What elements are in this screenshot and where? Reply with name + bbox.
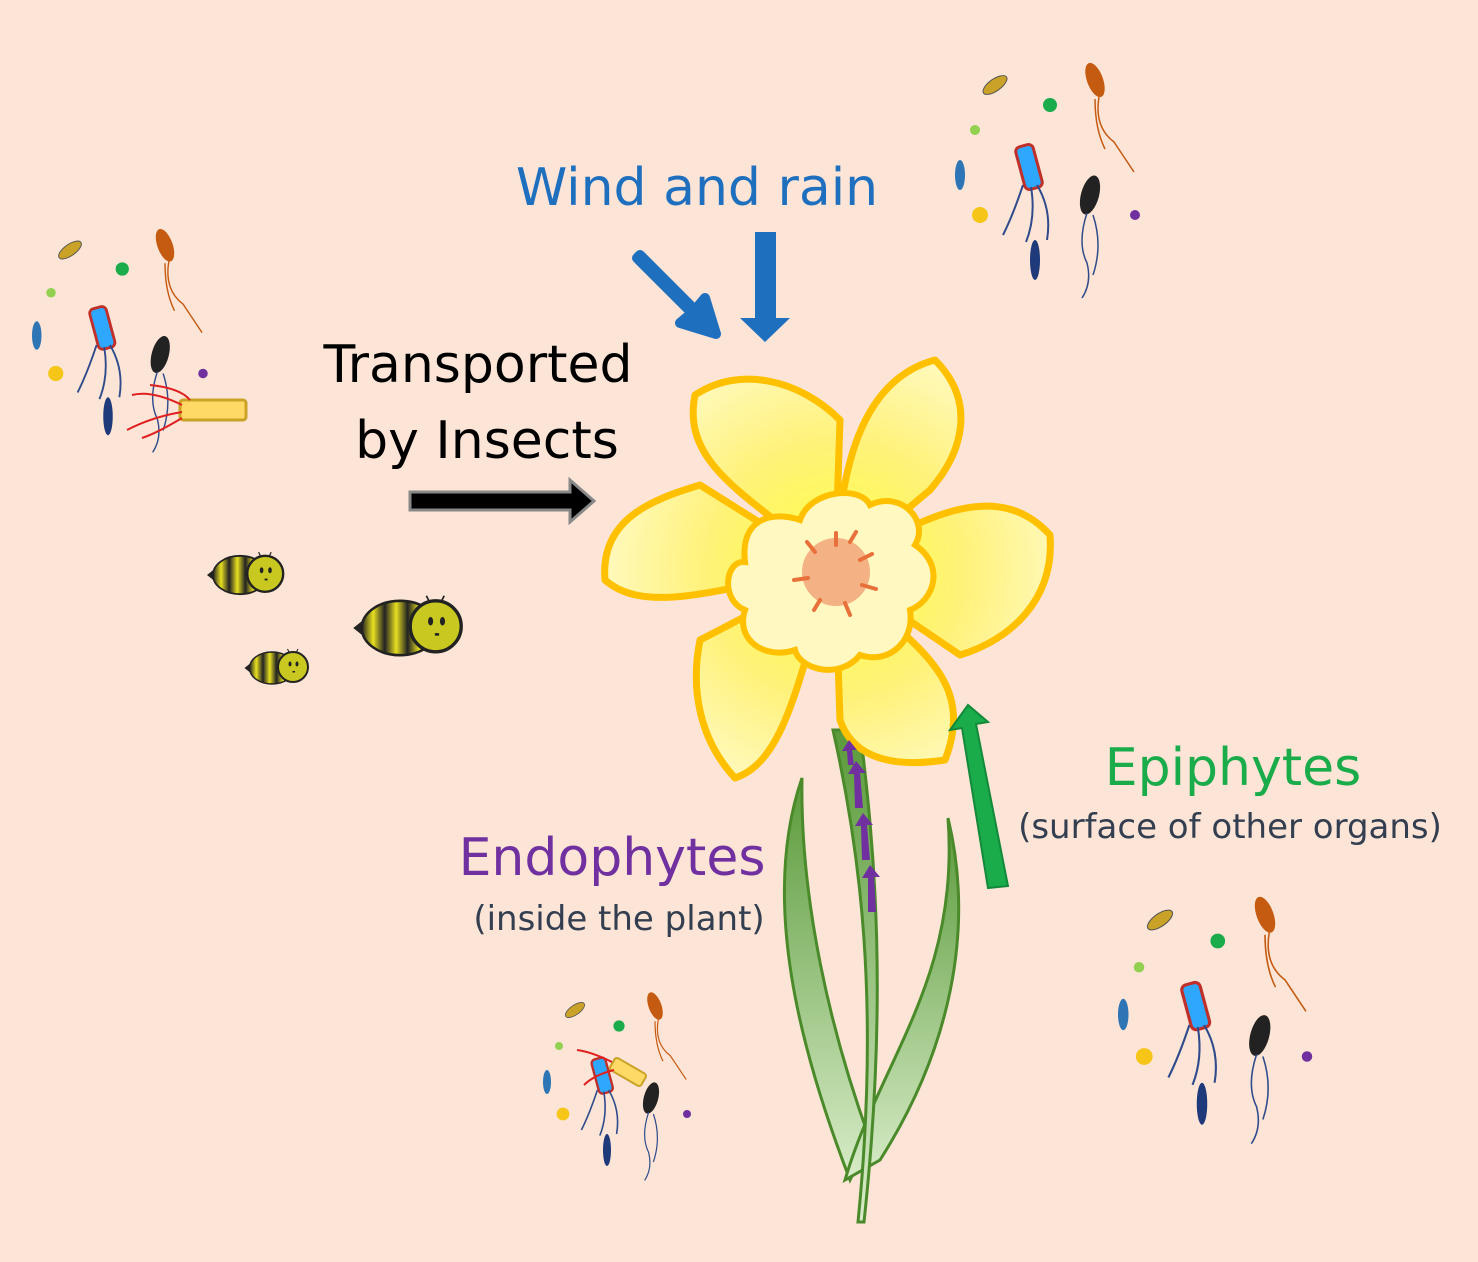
flower-center — [802, 538, 870, 606]
endophytes-sublabel: (inside the plant) — [473, 899, 764, 939]
insect-arrow — [408, 476, 597, 526]
stamens — [792, 530, 878, 617]
insects-label-line1: Transported — [322, 335, 632, 395]
epiphytes-sublabel: (surface of other organs) — [1018, 807, 1442, 847]
endophyte-arrows — [842, 740, 880, 912]
epiphyte-arrow — [947, 703, 1010, 890]
wind-rain-label: Wind and rain — [516, 158, 878, 218]
right-leaf — [842, 817, 961, 1184]
microbe-cluster-bottom-left — [541, 989, 693, 1182]
wind-arrow-diagonal — [632, 250, 721, 339]
microbe-cluster-top-left — [30, 225, 248, 454]
endophytes-label: Endophytes — [459, 828, 766, 888]
insects-label-line2: by Insects — [355, 411, 619, 471]
epiphytes-label: Epiphytes — [1105, 738, 1362, 798]
wind-arrow-down — [740, 232, 790, 342]
left-leaf — [782, 777, 872, 1184]
